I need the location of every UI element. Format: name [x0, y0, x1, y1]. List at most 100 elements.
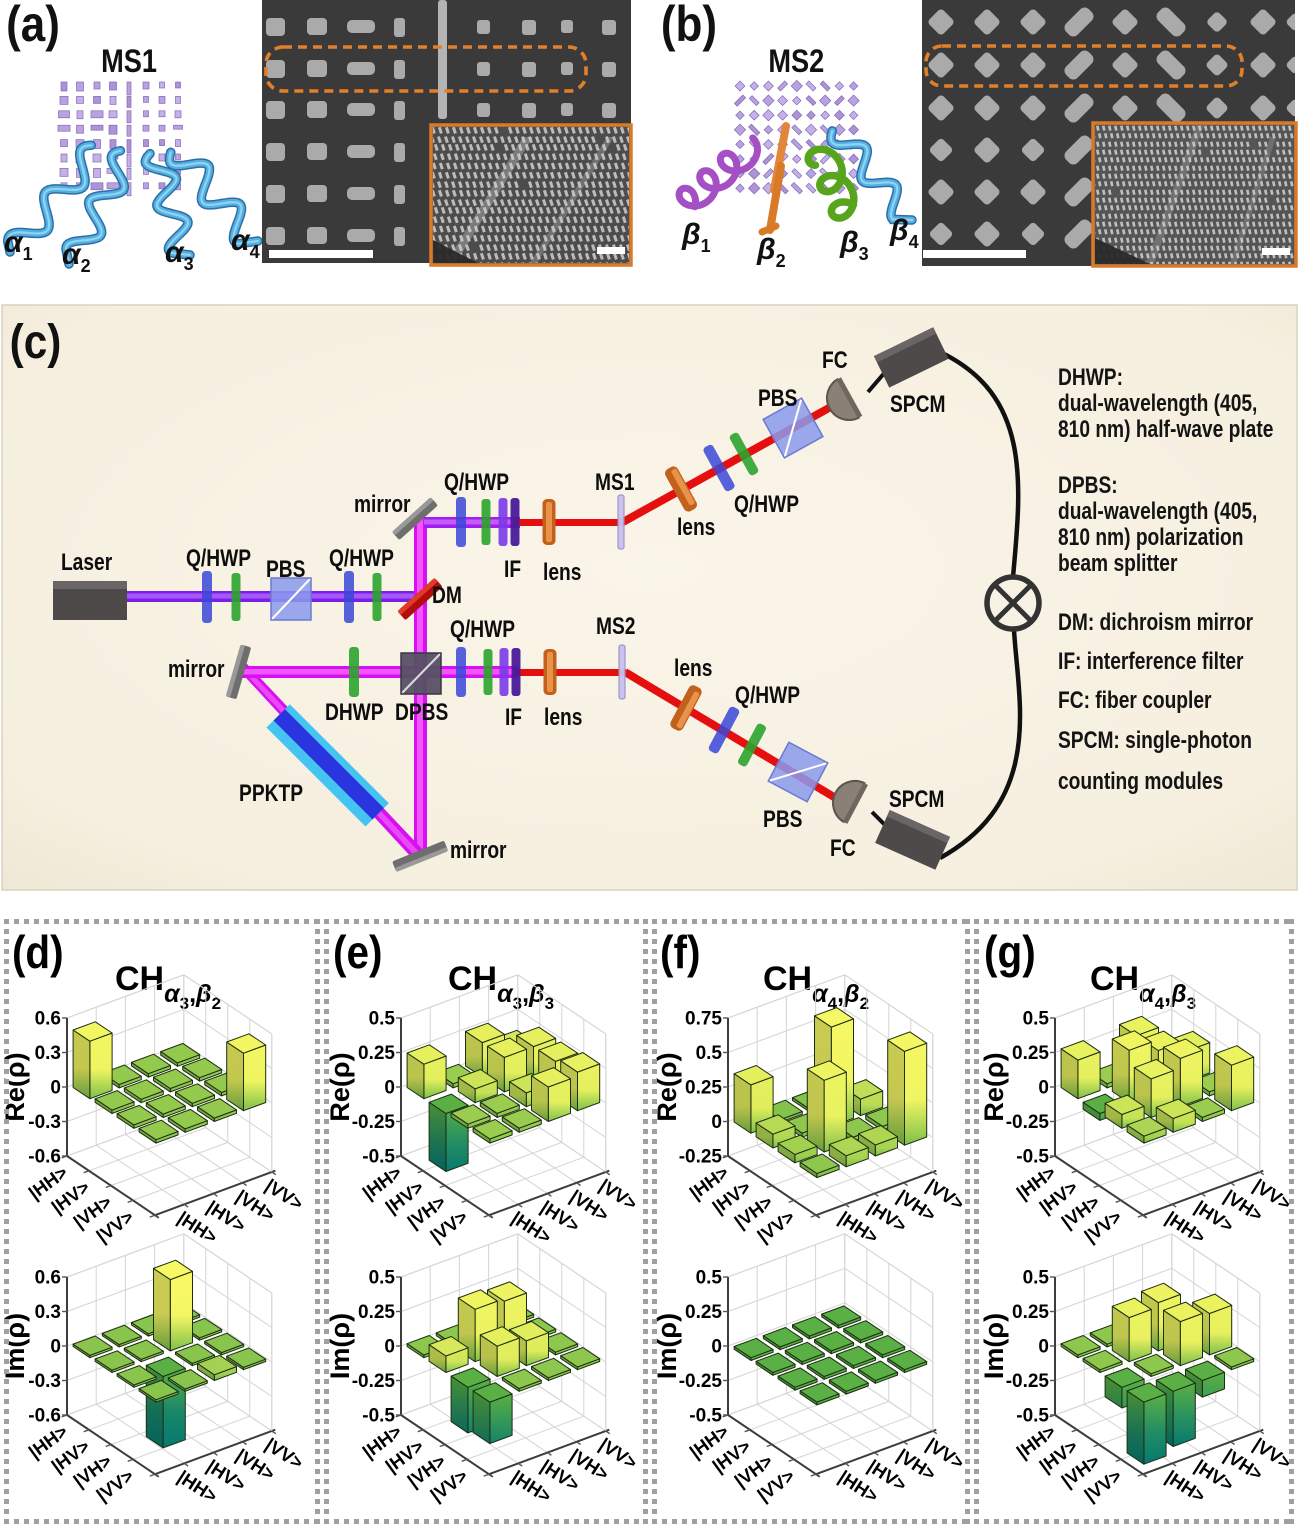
svg-text:CHα3,β3: CHα3,β3	[448, 960, 554, 1013]
svg-text:counting modules: counting modules	[1058, 767, 1223, 795]
svg-text:MS2: MS2	[768, 44, 824, 80]
svg-text:lens: lens	[677, 513, 715, 541]
svg-text:-0.25: -0.25	[1006, 1112, 1050, 1133]
svg-text:0.6: 0.6	[35, 1268, 61, 1289]
svg-text:-0.5: -0.5	[1016, 1147, 1049, 1168]
svg-text:0.5: 0.5	[1023, 1009, 1050, 1030]
svg-text:Q/HWP: Q/HWP	[734, 490, 799, 518]
svg-text:0.25: 0.25	[1012, 1043, 1049, 1064]
svg-text:DHWP:: DHWP:	[1058, 363, 1123, 391]
svg-text:Im(ρ): Im(ρ)	[979, 1313, 1009, 1379]
svg-text:PBS: PBS	[763, 805, 802, 833]
svg-text:dual-wavelength (405,: dual-wavelength (405,	[1058, 497, 1257, 525]
svg-text:-0.5: -0.5	[689, 1406, 722, 1427]
svg-text:Re(ρ): Re(ρ)	[325, 1052, 355, 1121]
svg-text:Re(ρ): Re(ρ)	[652, 1052, 682, 1121]
svg-text:810 nm) polarization: 810 nm) polarization	[1058, 523, 1244, 551]
svg-text:Q/HWP: Q/HWP	[329, 544, 394, 572]
svg-text:0.5: 0.5	[696, 1043, 723, 1064]
svg-text:DPBS:: DPBS:	[1058, 471, 1118, 499]
svg-text:SPCM: SPCM	[889, 785, 944, 813]
svg-text:α: α	[165, 236, 185, 269]
svg-text:β: β	[889, 214, 909, 247]
svg-text:-0.3: -0.3	[28, 1112, 61, 1133]
svg-text:0.3: 0.3	[35, 1302, 61, 1323]
svg-text:β: β	[681, 218, 701, 251]
svg-text:2: 2	[776, 251, 786, 271]
svg-text:4: 4	[250, 242, 260, 262]
svg-text:IF: interference filter: IF: interference filter	[1058, 647, 1244, 675]
svg-text:(a): (a)	[6, 0, 60, 52]
svg-text:PBS: PBS	[758, 384, 797, 412]
svg-text:0.75: 0.75	[685, 1009, 722, 1030]
svg-text:0: 0	[50, 1337, 61, 1358]
svg-text:-0.25: -0.25	[679, 1147, 723, 1168]
svg-text:0: 0	[1038, 1078, 1049, 1099]
svg-text:IF: IF	[505, 703, 522, 731]
svg-text:0.5: 0.5	[369, 1268, 396, 1289]
svg-text:(e): (e)	[333, 928, 382, 979]
svg-text:Im(ρ): Im(ρ)	[325, 1313, 355, 1379]
svg-text:0.25: 0.25	[685, 1302, 722, 1323]
svg-text:Laser: Laser	[61, 548, 113, 576]
svg-text:-0.3: -0.3	[28, 1371, 61, 1392]
svg-text:dual-wavelength (405,: dual-wavelength (405,	[1058, 389, 1257, 417]
svg-text:DM: DM	[432, 581, 462, 609]
svg-text:DPBS: DPBS	[395, 698, 448, 726]
svg-text:(c): (c)	[10, 314, 62, 368]
svg-text:FC: fiber coupler: FC: fiber coupler	[1058, 686, 1212, 714]
svg-text:Q/HWP: Q/HWP	[186, 544, 251, 572]
svg-text:4: 4	[909, 232, 919, 252]
svg-text:Im(ρ): Im(ρ)	[652, 1313, 682, 1379]
svg-text:3: 3	[184, 254, 194, 274]
svg-text:-0.25: -0.25	[352, 1371, 396, 1392]
svg-text:0: 0	[384, 1078, 395, 1099]
svg-text:0.25: 0.25	[1012, 1302, 1049, 1323]
svg-text:mirror: mirror	[168, 655, 225, 683]
svg-text:-0.5: -0.5	[1016, 1406, 1049, 1427]
svg-text:0: 0	[711, 1112, 722, 1133]
svg-text:PPKTP: PPKTP	[239, 779, 303, 807]
svg-text:0: 0	[1038, 1337, 1049, 1358]
svg-text:0.25: 0.25	[358, 1043, 395, 1064]
svg-text:0.25: 0.25	[358, 1302, 395, 1323]
svg-text:α: α	[4, 226, 24, 259]
svg-text:-0.6: -0.6	[28, 1147, 61, 1168]
svg-text:beam splitter: beam splitter	[1058, 549, 1178, 577]
svg-text:2: 2	[81, 256, 91, 276]
svg-text:SPCM: single-photon: SPCM: single-photon	[1058, 726, 1252, 754]
svg-text:1: 1	[701, 236, 711, 256]
svg-text:0: 0	[384, 1337, 395, 1358]
svg-text:(b): (b)	[661, 0, 717, 52]
svg-text:-0.25: -0.25	[352, 1112, 396, 1133]
svg-text:0.5: 0.5	[1023, 1268, 1050, 1289]
svg-text:MS2: MS2	[596, 612, 635, 640]
svg-text:3: 3	[859, 244, 869, 264]
svg-text:0.5: 0.5	[696, 1268, 723, 1289]
svg-text:(g): (g)	[984, 928, 1036, 979]
svg-text:CHα3,β2: CHα3,β2	[115, 960, 221, 1013]
svg-text:0.3: 0.3	[35, 1043, 61, 1064]
svg-text:(f): (f)	[660, 928, 700, 979]
svg-text:FC: FC	[830, 834, 856, 862]
svg-text:DM: dichroism mirror: DM: dichroism mirror	[1058, 608, 1254, 636]
svg-text:IF: IF	[504, 555, 521, 583]
svg-text:Q/HWP: Q/HWP	[735, 681, 800, 709]
svg-text:-0.6: -0.6	[28, 1406, 61, 1427]
svg-text:PBS: PBS	[266, 555, 305, 583]
svg-text:lens: lens	[544, 703, 582, 731]
svg-text:lens: lens	[674, 654, 712, 682]
svg-text:Q/HWP: Q/HWP	[450, 615, 515, 643]
svg-text:-0.5: -0.5	[362, 1406, 395, 1427]
svg-text:FC: FC	[822, 346, 848, 374]
svg-text:(d): (d)	[12, 928, 64, 979]
svg-text:810 nm) half-wave plate: 810 nm) half-wave plate	[1058, 415, 1273, 443]
svg-text:MS1: MS1	[595, 468, 634, 496]
svg-text:Q/HWP: Q/HWP	[444, 468, 509, 496]
svg-text:0.5: 0.5	[369, 1009, 396, 1030]
svg-text:β: β	[756, 233, 776, 266]
svg-text:-0.25: -0.25	[679, 1371, 723, 1392]
svg-text:-0.25: -0.25	[1006, 1371, 1050, 1392]
svg-text:β: β	[839, 226, 859, 259]
svg-text:SPCM: SPCM	[890, 390, 945, 418]
